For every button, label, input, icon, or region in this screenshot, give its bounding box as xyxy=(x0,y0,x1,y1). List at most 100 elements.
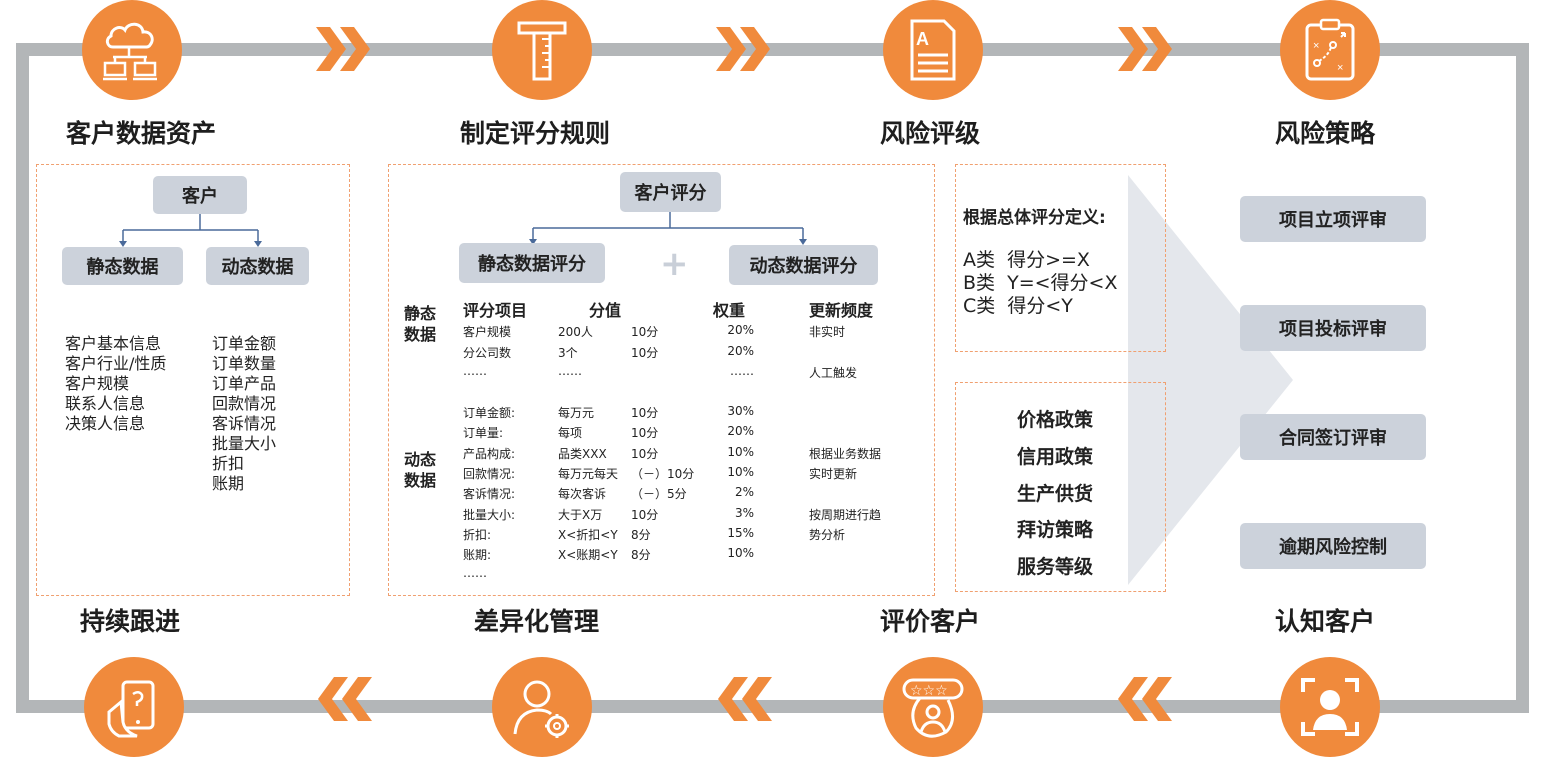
table-cell: 每万元每天 xyxy=(558,466,619,481)
chevron-right-icon xyxy=(716,27,770,71)
table-cell: 20% xyxy=(727,323,754,337)
table-header-weight: 权重 xyxy=(713,301,746,320)
grade-line: B类 Y=<得分<X xyxy=(963,272,1118,294)
table-cell: 人工触发 xyxy=(809,366,858,380)
stage-title-top: 风险策略 xyxy=(1275,119,1376,148)
table-cell: 势分析 xyxy=(809,527,846,542)
table-cell: 品类XXX xyxy=(558,446,607,461)
table-cell: 客户规模 xyxy=(463,325,512,339)
list-item: 决策人信息 xyxy=(65,414,146,433)
asset-static-node: 静态数据 xyxy=(62,247,183,285)
table-cell: 10分 xyxy=(631,426,659,441)
face-scan-icon xyxy=(1280,657,1380,757)
grade-line: C类 得分<Y xyxy=(963,295,1073,317)
table-cell: 折扣: xyxy=(463,527,492,542)
table-cell: 批量大小: xyxy=(463,507,516,522)
frame-left xyxy=(16,43,29,713)
svg-text:A: A xyxy=(916,29,929,49)
star-rating-user-icon: ☆☆☆ xyxy=(883,657,983,757)
table-cell: 2% xyxy=(734,485,754,500)
tablet-hand-icon xyxy=(84,657,184,757)
policy-item: 生产供货 xyxy=(1017,483,1094,505)
stage-title-bottom: 认知客户 xyxy=(1275,607,1376,636)
rating-grades: A类 得分>=X B类 Y=<得分<X C类 得分<Y xyxy=(963,249,1118,318)
ruler-icon xyxy=(492,0,592,100)
review-box: 逾期风险控制 xyxy=(1240,523,1426,569)
list-item: 客户行业/性质 xyxy=(65,354,167,373)
table-cell: 客诉情况: xyxy=(463,487,516,502)
row-group-dynamic: 动态数据 xyxy=(404,450,437,490)
chevron-left-icon xyxy=(718,677,772,721)
scoring-root-node: 客户评分 xyxy=(620,172,721,212)
stage-title-bottom: 差异化管理 xyxy=(474,607,600,636)
table-cell: 15% xyxy=(727,525,754,540)
table-cell: 3% xyxy=(734,505,754,520)
stage-title-bottom: 持续跟进 xyxy=(80,607,181,636)
stage-title-top: 客户数据资产 xyxy=(66,119,217,148)
chevron-left-icon xyxy=(1118,677,1172,721)
table-cell: 订单金额: xyxy=(463,406,516,420)
policy-item: 拜访策略 xyxy=(1017,519,1094,541)
stage-title-bottom: 评价客户 xyxy=(880,607,981,636)
table-cell: 订单量: xyxy=(463,426,504,441)
chevron-left-icon xyxy=(318,677,372,721)
table-cell: 分公司数 xyxy=(463,345,512,360)
table-cell: 200人 xyxy=(558,325,593,339)
table-cell: 8分 xyxy=(631,548,651,563)
table-header-frequency: 更新频度 xyxy=(809,301,874,320)
rating-title: 根据总体评分定义: xyxy=(963,208,1106,228)
table-cell: …… xyxy=(463,364,487,378)
review-box: 合同签订评审 xyxy=(1240,414,1426,460)
review-box: 项目立项评审 xyxy=(1240,196,1426,242)
table-cell: 每万元 xyxy=(558,406,595,420)
table-cell: 按周期进行趋 xyxy=(809,507,882,522)
table-cell: 10% xyxy=(727,444,754,459)
list-item: 客诉情况 xyxy=(212,414,277,433)
table-header-score: 分值 xyxy=(589,301,622,320)
list-item: 账期 xyxy=(212,474,245,493)
list-item: 客户规模 xyxy=(65,374,130,393)
policy-item: 信用政策 xyxy=(1017,446,1094,468)
frame-right xyxy=(1516,43,1529,713)
table-cell: X<账期<Y xyxy=(558,548,618,563)
document-grade-icon: A xyxy=(883,0,983,100)
list-item: 客户基本信息 xyxy=(65,334,162,353)
user-settings-icon xyxy=(492,657,592,757)
table-cell: 10分 xyxy=(631,446,659,461)
table-cell: （－）10分 xyxy=(631,466,695,481)
table-cell: 每次客诉 xyxy=(558,487,607,502)
strategy-board-icon: × × xyxy=(1280,0,1380,100)
stage-title-top: 风险评级 xyxy=(880,119,981,148)
scoring-static-node: 静态数据评分 xyxy=(459,243,605,283)
table-cell: …… xyxy=(558,364,582,378)
asset-static-list: 客户基本信息 客户行业/性质 客户规模 联系人信息 决策人信息 xyxy=(65,334,166,434)
frame-top xyxy=(16,43,1529,56)
table-cell: X<折扣<Y xyxy=(558,527,618,542)
table-cell: 10% xyxy=(727,464,754,479)
list-item: 折扣 xyxy=(212,454,245,473)
list-item: 联系人信息 xyxy=(65,394,146,413)
scoring-panel xyxy=(388,164,935,596)
asset-root-node: 客户 xyxy=(153,176,247,214)
table-cell: …… xyxy=(730,364,754,378)
plus-icon: + xyxy=(660,244,689,284)
flow-arrow-shape xyxy=(1128,175,1293,585)
table-header-item: 评分项目 xyxy=(463,301,528,320)
chevron-right-icon xyxy=(1118,27,1172,71)
scoring-dynamic-node: 动态数据评分 xyxy=(729,245,878,285)
asset-tree-connector xyxy=(119,214,262,247)
table-cell: 大于X万 xyxy=(558,507,603,522)
table-cell: …… xyxy=(463,566,487,581)
list-item: 订单金额 xyxy=(212,334,277,353)
list-item: 订单产品 xyxy=(212,374,277,393)
table-cell: 10分 xyxy=(631,345,659,360)
policy-panel xyxy=(955,382,1166,592)
table-cell: 根据业务数据 xyxy=(809,446,882,461)
table-cell: 10分 xyxy=(631,325,659,339)
svg-text:×: × xyxy=(1337,62,1343,74)
row-group-static: 静态数据 xyxy=(404,304,437,344)
rating-panel xyxy=(955,164,1166,352)
table-cell: 非实时 xyxy=(809,325,846,339)
scoring-tree-connector xyxy=(529,212,807,245)
table-cell: 20% xyxy=(727,424,754,439)
